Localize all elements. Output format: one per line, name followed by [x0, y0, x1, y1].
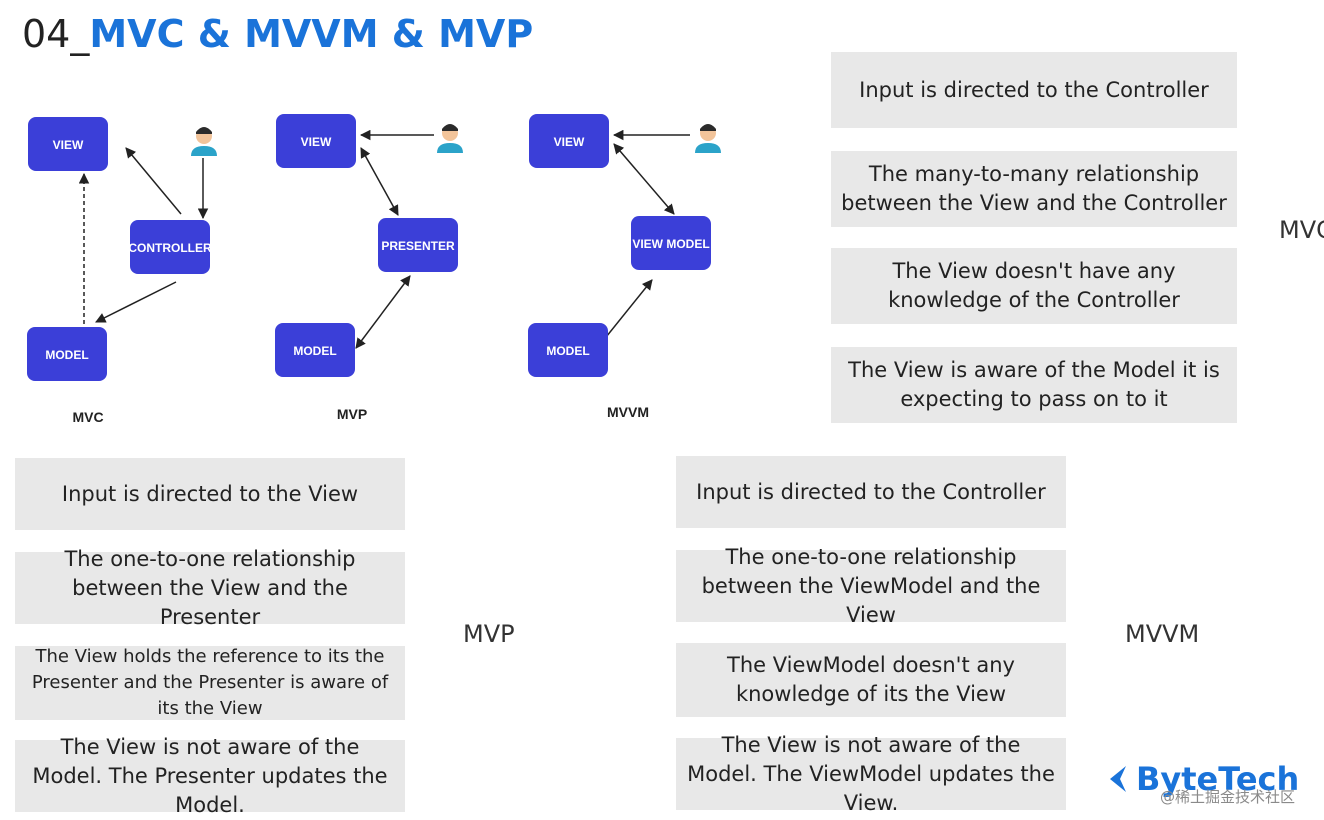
mvc-point-1: Input is directed to the Controller	[831, 52, 1237, 128]
mvp-side-label: MVP	[463, 620, 515, 648]
mvp-view-node: VIEW	[301, 135, 332, 149]
mvp-point-3: The View holds the reference to its the …	[15, 646, 405, 720]
user-icon	[695, 124, 721, 153]
mvc-point-3: The View doesn't have any knowledge of t…	[831, 248, 1237, 324]
mvc-controller-node: CONTROLLER	[128, 241, 212, 255]
mvp-presenter-node: PRESENTER	[381, 239, 455, 253]
mvp-caption: MVP	[337, 406, 367, 422]
mvc-point-2: The many-to-many relationship between th…	[831, 151, 1237, 227]
mvvm-diagram: VIEW VIEW MODEL MODEL MVVM	[528, 114, 721, 420]
logo-text: ByteTech	[1136, 760, 1300, 798]
mvvm-viewmodel-node: VIEW MODEL	[632, 237, 709, 251]
mvp-point-2: The one-to-one relationship between the …	[15, 547, 405, 629]
page-title: 04_MVC & MVVM & MVP	[22, 12, 533, 56]
bytetech-logo: ByteTech	[1106, 760, 1299, 798]
mvvm-side-label: MVVM	[1125, 620, 1200, 648]
mvc-view-node: VIEW	[53, 138, 84, 152]
mvc-diagram: VIEW CONTROLLER MODEL MVC	[27, 117, 217, 425]
user-icon	[437, 124, 463, 153]
mvvm-model-node: MODEL	[546, 344, 589, 358]
mvvm-point-3: The ViewModel doesn't any knowledge of i…	[676, 643, 1066, 717]
mvvm-view-node: VIEW	[554, 135, 585, 149]
title-text: MVC & MVVM & MVP	[89, 12, 534, 56]
mvp-point-1: Input is directed to the View	[15, 458, 405, 530]
mvp-diagram: VIEW PRESENTER MODEL MVP	[275, 114, 463, 422]
mvc-caption: MVC	[72, 409, 103, 425]
mvvm-caption: MVVM	[607, 404, 649, 420]
mvc-side-label: MVC	[1279, 216, 1324, 244]
mvvm-point-2: The one-to-one relationship between the …	[676, 545, 1066, 627]
watermark: @稀土掘金技术社区	[1160, 788, 1296, 806]
architecture-diagrams: VIEW CONTROLLER MODEL MVC VIEW PRESENTER…	[27, 114, 721, 425]
mvc-model-node: MODEL	[45, 348, 88, 362]
bytetech-mark-icon	[1110, 766, 1126, 792]
mvvm-point-4: The View is not aware of the Model. The …	[676, 733, 1066, 815]
user-icon	[191, 127, 217, 156]
title-number: 04_	[22, 12, 90, 56]
mvc-point-4: The View is aware of the Model it is exp…	[831, 347, 1237, 423]
mvp-point-4: The View is not aware of the Model. The …	[15, 735, 405, 817]
mvp-model-node: MODEL	[293, 344, 336, 358]
mvvm-point-1: Input is directed to the Controller	[676, 456, 1066, 528]
